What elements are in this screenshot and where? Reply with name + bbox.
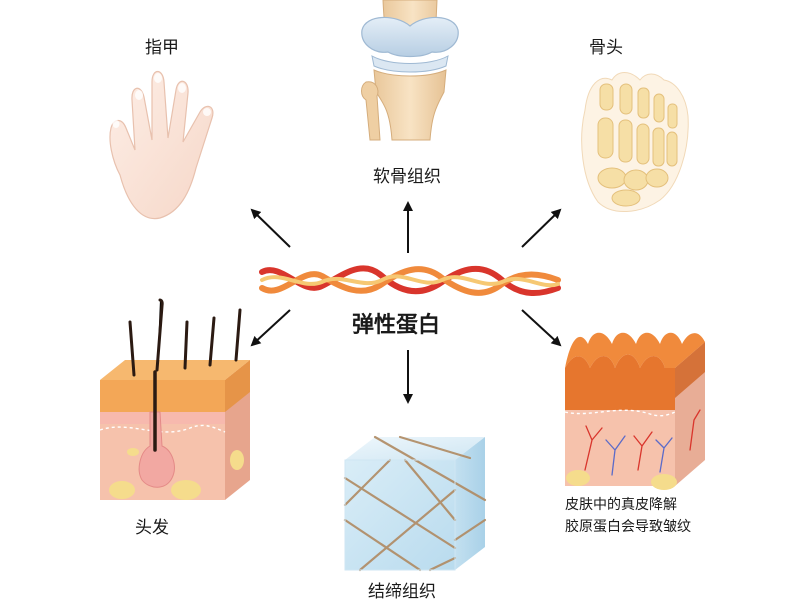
arrow-to-skin [521,309,562,347]
arrow-to-nail [250,208,291,248]
cartilage-label: 软骨组织 [373,167,441,187]
nail-label: 指甲 [145,38,179,58]
skin-label-line2: 胶原蛋白会导致皱纹 [565,519,691,535]
connective-label: 结缔组织 [368,582,436,602]
foot-illustration [581,72,689,213]
arrow-to-hair [250,309,291,347]
hair-label: 头发 [135,518,169,538]
arrows [250,201,562,404]
hand-illustration [109,70,214,220]
connective-tissue-illustration [343,435,487,572]
knee-illustration [361,0,459,141]
arrow-to-bone [521,208,562,248]
skin-label-line1: 皮肤中的真皮降解 [565,497,677,513]
elastin-strand [259,265,561,297]
hair-skin-illustration [99,298,250,500]
center-label: 弹性蛋白 [352,313,441,338]
skin-wrinkle-illustration [564,332,705,490]
bone-label: 骨头 [589,38,623,58]
